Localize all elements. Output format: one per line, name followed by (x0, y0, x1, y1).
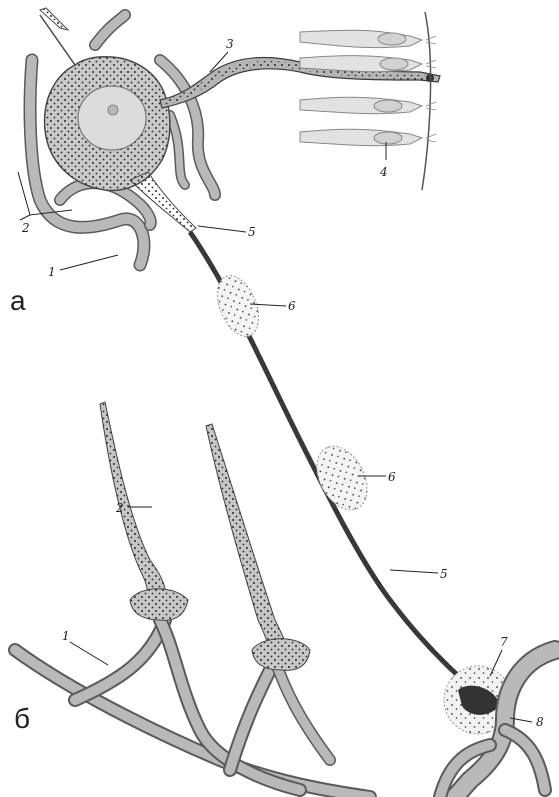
label-7: 7 (500, 635, 508, 649)
panel-label-b: б (14, 703, 30, 734)
label-2-top: 2 (21, 221, 30, 235)
panel-b (15, 402, 370, 797)
label-2-bottom: 2 (115, 501, 124, 515)
astrocyte-process-left (100, 402, 188, 620)
label-5-bottom: 5 (440, 567, 448, 581)
ependymal-cells (300, 12, 436, 190)
label-6-middle: 6 (388, 470, 396, 484)
label-1-bottom: 1 (62, 629, 70, 643)
label-4: 4 (379, 165, 388, 179)
label-6-top: 6 (288, 299, 296, 313)
label-8: 8 (536, 715, 544, 729)
astrocyte-process-right (206, 424, 310, 670)
label-3: 3 (226, 37, 234, 51)
label-5-top: 5 (248, 225, 256, 239)
panel-label-a: а (10, 285, 26, 316)
nucleus (78, 86, 146, 150)
label-1-top: 1 (48, 265, 56, 279)
vessel-network-bottom (15, 620, 370, 797)
